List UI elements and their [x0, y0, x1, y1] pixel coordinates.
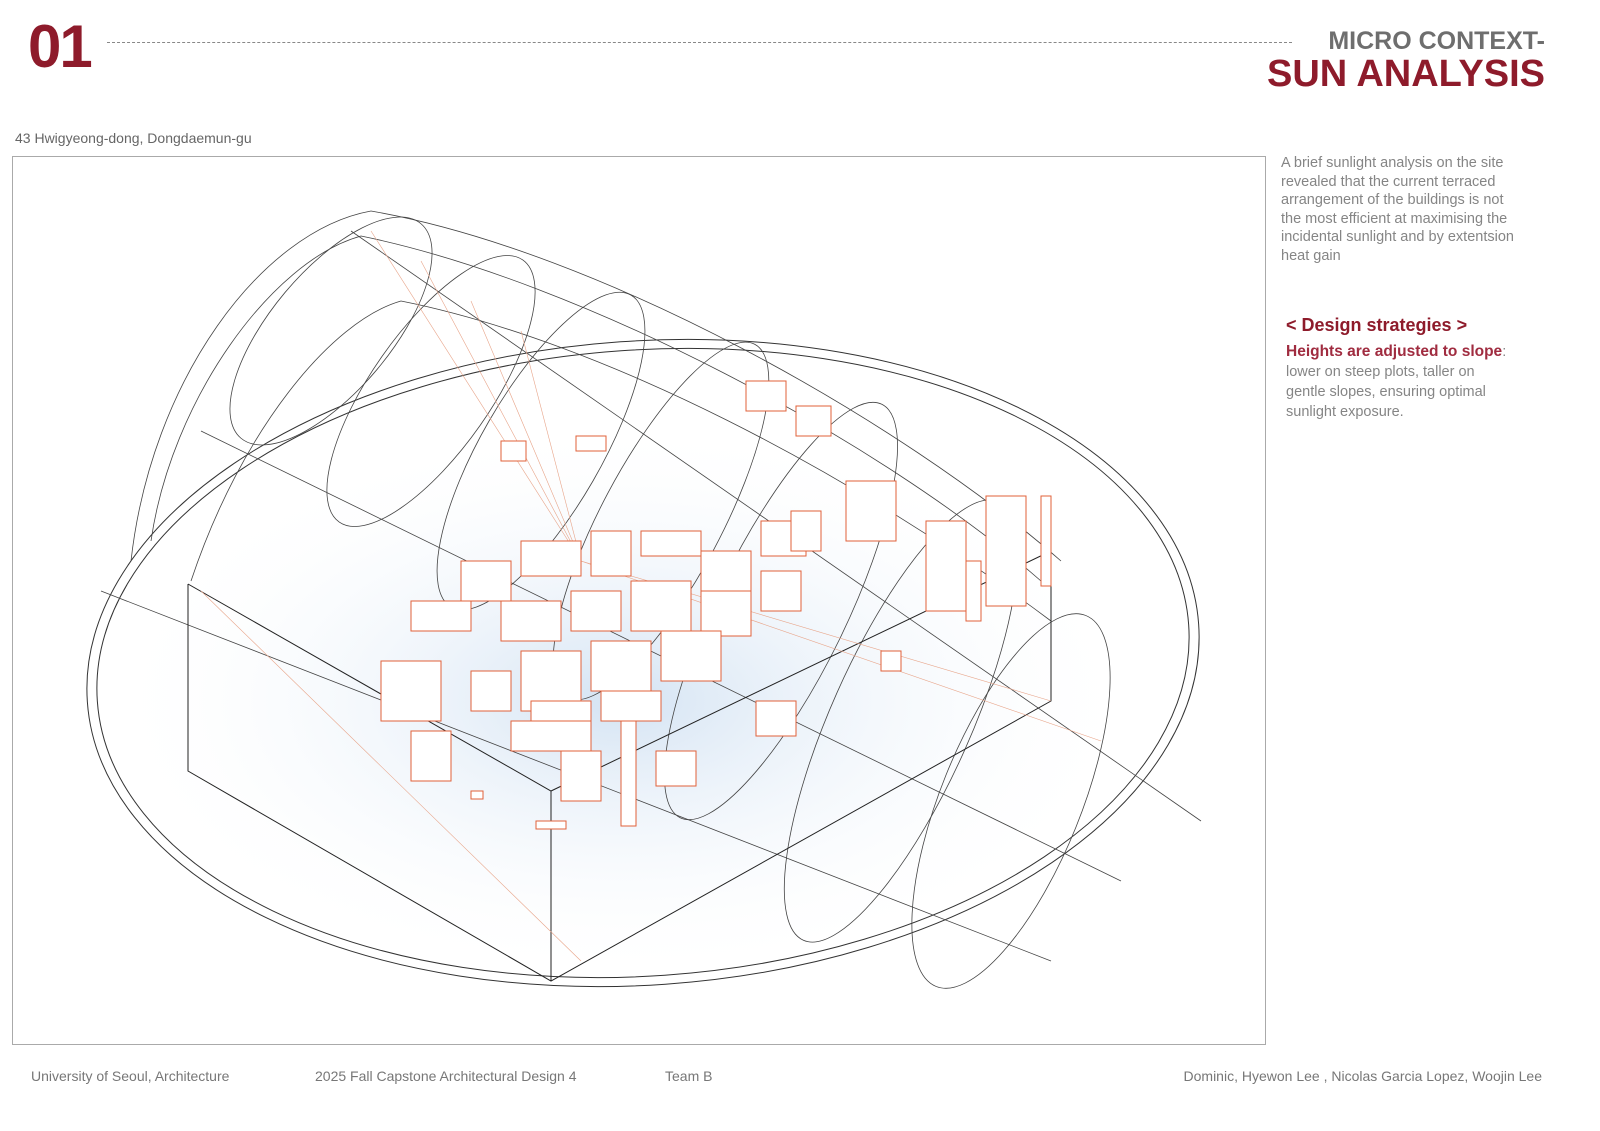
buildings	[380, 380, 1052, 830]
section-number: 01	[28, 13, 93, 80]
strategies-body: : lower on steep plots, taller on gentle…	[1286, 344, 1507, 420]
strategies-text: Heights are adjusted to slope: lower on …	[1286, 342, 1516, 422]
footer-school: University of Seoul, Architecture	[31, 1068, 230, 1084]
footer-course: 2025 Fall Capstone Architectural Design …	[315, 1068, 577, 1084]
sun-path-illustration	[86, 210, 1202, 989]
analysis-description: A brief sunlight analysis on the site re…	[1281, 155, 1514, 264]
footer-members: Dominic, Hyewon Lee , Nicolas Garcia Lop…	[1183, 1068, 1542, 1084]
strategies-heading: < Design strategies >	[1286, 315, 1468, 335]
section-subtitle: MICRO CONTEXT-	[1328, 27, 1545, 55]
page-title: SUN ANALYSIS	[1266, 53, 1545, 95]
strategies-highlight: Heights are adjusted to slope	[1286, 343, 1503, 360]
site-address: 43 Hwigyeong-dong, Dongdaemun-gu	[15, 130, 252, 146]
sun-analysis-diagram	[12, 156, 1266, 1045]
header-divider	[107, 42, 1292, 43]
footer-team: Team B	[665, 1068, 713, 1084]
horizon-ring	[86, 338, 1200, 988]
